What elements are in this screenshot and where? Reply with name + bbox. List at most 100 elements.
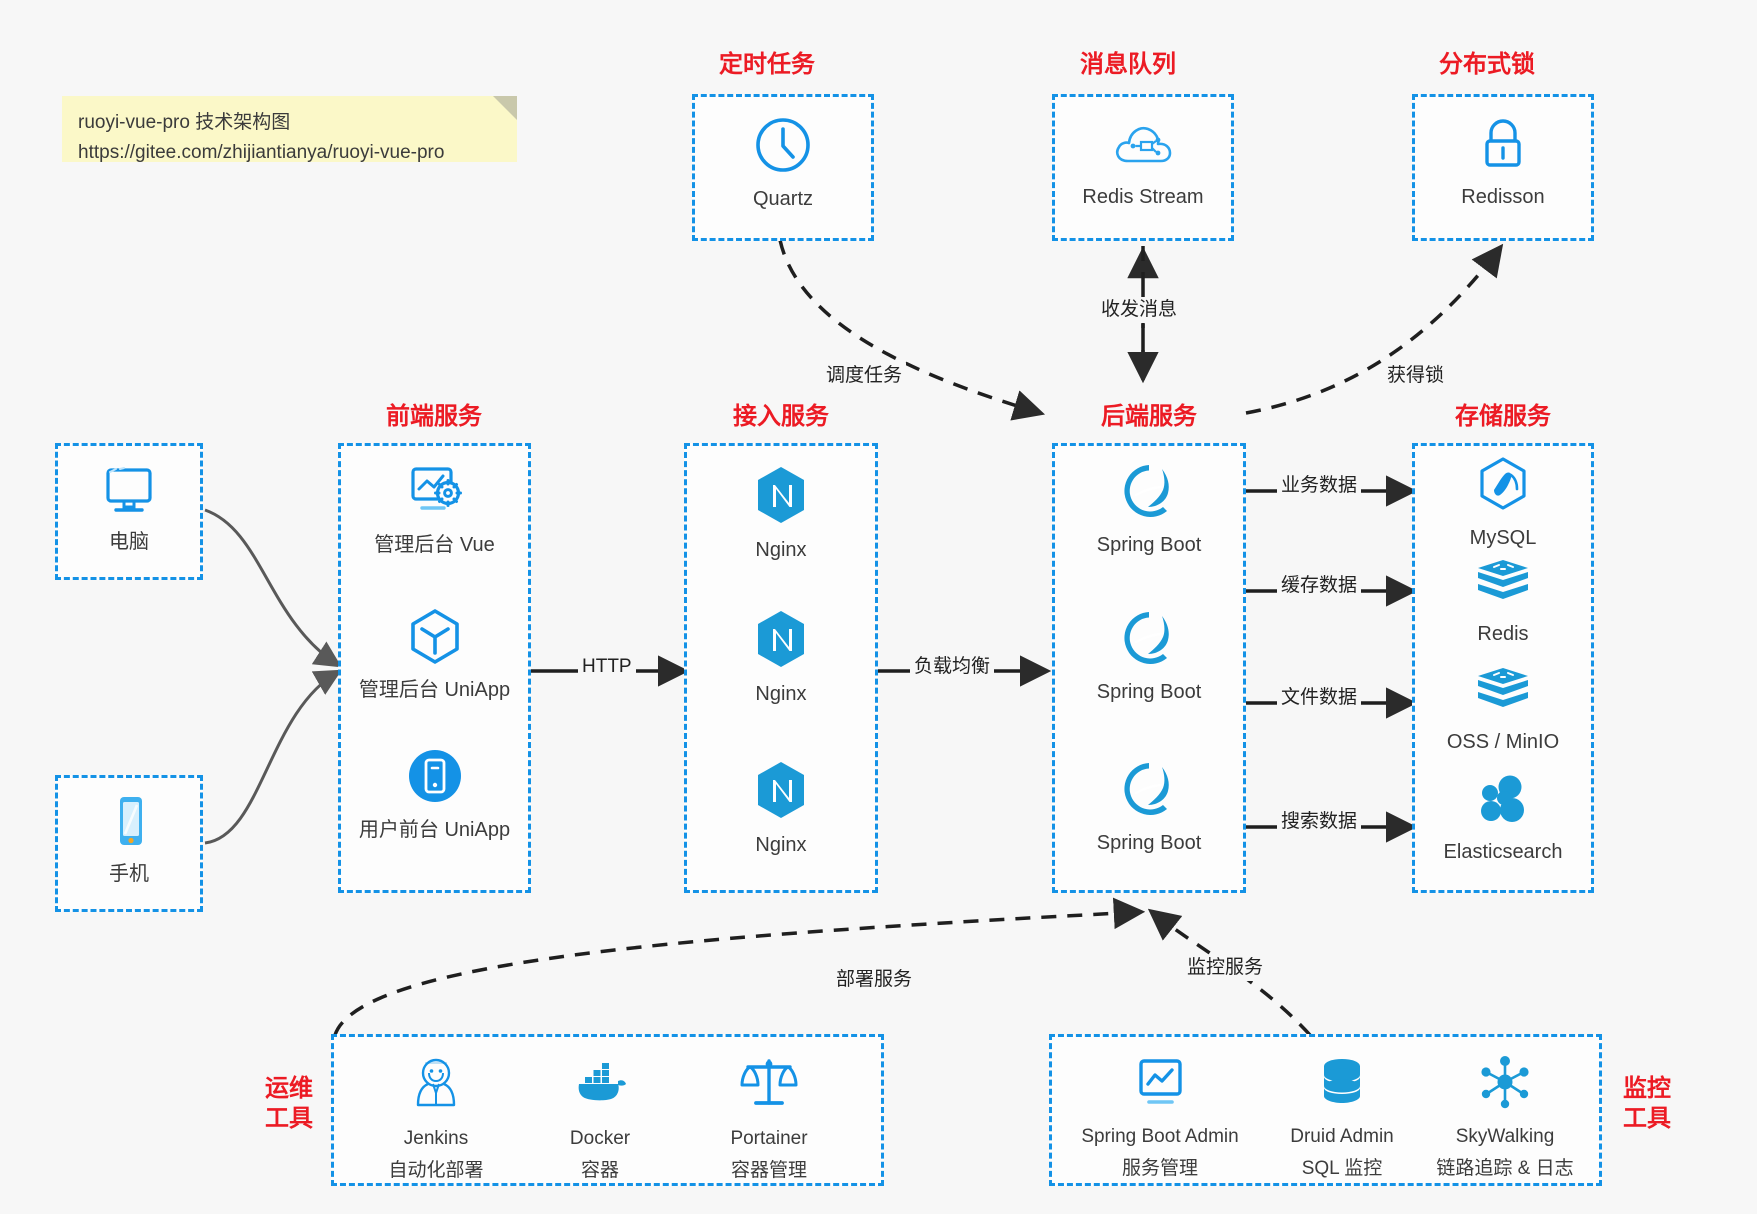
node-oss-minio[interactable]: OSS / MinIO <box>1415 664 1591 755</box>
node-label: Nginx <box>755 683 807 705</box>
edge-label-acquire-lock: 获得锁 <box>1383 363 1449 389</box>
node-label: 管理后台 UniApp <box>358 679 511 701</box>
group-scheduled-task: Quartz <box>692 94 874 241</box>
node-admin-vue[interactable]: 管理后台 Vue <box>341 461 528 558</box>
mobile-app-icon <box>404 746 466 811</box>
elasticsearch-icon <box>1474 774 1532 833</box>
edge-label-file-data: 文件数据 <box>1277 685 1362 711</box>
node-skywalking[interactable]: SkyWalking 链路追踪 & 日志 <box>1410 1053 1600 1182</box>
node-computer[interactable]: 电脑 <box>58 460 200 555</box>
node-phone[interactable]: 手机 <box>58 792 200 887</box>
group-title-scheduled-task: 定时任务 <box>719 51 815 78</box>
node-nginx-2[interactable]: Nginx <box>687 608 875 707</box>
dashboard-icon <box>404 461 466 526</box>
edge-label-business-data: 业务数据 <box>1277 473 1362 499</box>
node-sublabel: SQL 监控 <box>1301 1158 1383 1179</box>
node-nginx-3[interactable]: Nginx <box>687 759 875 858</box>
group-computer: 电脑 <box>55 443 203 580</box>
node-label: Quartz <box>752 188 814 210</box>
note-title: ruoyi-vue-pro 技术架构图 <box>78 112 291 133</box>
node-sublabel: 服务管理 <box>1121 1158 1198 1179</box>
node-druid-admin[interactable]: Druid Admin SQL 监控 <box>1257 1053 1427 1182</box>
monitor-icon <box>98 460 160 523</box>
node-jenkins[interactable]: Jenkins 自动化部署 <box>356 1053 516 1184</box>
node-quartz[interactable]: Quartz <box>695 115 871 212</box>
node-label: Nginx <box>755 539 807 561</box>
node-sublabel: 自动化部署 <box>388 1160 484 1181</box>
node-label: Docker <box>569 1128 631 1149</box>
node-mysql[interactable]: MySQL <box>1415 456 1591 551</box>
node-label: Spring Boot <box>1096 832 1202 854</box>
spring-boot-icon <box>1118 608 1180 673</box>
redis-icon <box>1474 556 1532 615</box>
nginx-icon <box>752 759 810 826</box>
group-title-frontend: 前端服务 <box>386 403 482 430</box>
nginx-icon <box>752 464 810 531</box>
group-storage: MySQL Redis OSS <box>1412 443 1594 893</box>
node-redis[interactable]: Redis <box>1415 556 1591 647</box>
oss-icon <box>1474 664 1532 723</box>
group-devops-tools: Jenkins 自动化部署 Docker 容器 <box>331 1034 884 1186</box>
edge-label-schedule-task: 调度任务 <box>822 363 907 389</box>
group-message-queue: Redis Stream <box>1052 94 1234 241</box>
group-monitor-tools: Spring Boot Admin 服务管理 Druid Admin SQL 监… <box>1049 1034 1602 1186</box>
note-url: https://gitee.com/zhijiantianya/ruoyi-vu… <box>78 142 445 163</box>
group-title-monitor-line2: 工具 <box>1623 1105 1671 1132</box>
node-portainer[interactable]: Portainer 容器管理 <box>684 1053 854 1184</box>
nginx-icon <box>752 608 810 675</box>
node-spring-boot-3[interactable]: Spring Boot <box>1055 759 1243 856</box>
spring-boot-icon <box>1118 759 1180 824</box>
node-admin-uniapp[interactable]: 管理后台 UniApp <box>341 606 528 703</box>
group-title-devops-line2: 工具 <box>265 1105 313 1132</box>
cube-icon <box>404 606 466 671</box>
node-user-uniapp[interactable]: 用户前台 UniApp <box>341 746 528 843</box>
group-title-distributed-lock: 分布式锁 <box>1439 51 1535 78</box>
node-elasticsearch[interactable]: Elasticsearch <box>1415 774 1591 865</box>
node-label: MySQL <box>1469 527 1537 549</box>
node-label: 管理后台 Vue <box>374 534 495 556</box>
node-redisson[interactable]: Redisson <box>1415 115 1591 210</box>
node-label: Spring Boot Admin <box>1081 1126 1239 1147</box>
edge-label-monitor-service: 监控服务 <box>1183 955 1268 981</box>
group-title-devops-line1: 运维 <box>265 1075 313 1102</box>
note-fold-icon <box>493 96 517 120</box>
group-title-message-queue: 消息队列 <box>1080 51 1176 78</box>
group-backend: Spring Boot Spring Boot Spring Boot <box>1052 443 1246 893</box>
node-label: Redis Stream <box>1082 186 1204 208</box>
node-nginx-1[interactable]: Nginx <box>687 464 875 563</box>
edge-label-search-data: 搜索数据 <box>1277 809 1362 835</box>
node-label: Elasticsearch <box>1443 841 1563 863</box>
group-gateway: Nginx Nginx Nginx <box>684 443 878 893</box>
node-label: Redisson <box>1461 186 1545 208</box>
database-icon <box>1311 1053 1373 1118</box>
node-sublabel: 链路追踪 & 日志 <box>1436 1158 1574 1179</box>
lock-icon <box>1474 115 1532 178</box>
edge-label-send-receive: 收发消息 <box>1097 297 1182 323</box>
dashboard-icon <box>1129 1053 1191 1118</box>
node-label: Jenkins <box>403 1128 469 1149</box>
node-spring-boot-1[interactable]: Spring Boot <box>1055 461 1243 558</box>
network-icon <box>1474 1053 1536 1118</box>
docker-icon <box>569 1053 631 1120</box>
node-sublabel: 容器 <box>580 1160 619 1181</box>
jenkins-icon <box>405 1053 467 1120</box>
node-sublabel: 容器管理 <box>730 1160 807 1181</box>
clock-icon <box>753 115 813 180</box>
group-title-storage: 存储服务 <box>1455 403 1551 430</box>
edge-label-http: HTTP <box>578 654 636 680</box>
group-distributed-lock: Redisson <box>1412 94 1594 241</box>
node-label: Spring Boot <box>1096 534 1202 556</box>
group-title-gateway: 接入服务 <box>733 403 829 430</box>
group-title-monitor: 监控 工具 <box>1616 1074 1678 1134</box>
node-label: Nginx <box>755 834 807 856</box>
node-label: Redis <box>1477 623 1529 645</box>
edge-label-cache-data: 缓存数据 <box>1277 573 1362 599</box>
node-redis-stream[interactable]: Redis Stream <box>1055 115 1231 210</box>
node-spring-boot-admin[interactable]: Spring Boot Admin 服务管理 <box>1060 1053 1260 1182</box>
cloud-stream-icon <box>1112 115 1174 178</box>
node-docker[interactable]: Docker 容器 <box>520 1053 680 1184</box>
node-spring-boot-2[interactable]: Spring Boot <box>1055 608 1243 705</box>
spring-boot-icon <box>1118 461 1180 526</box>
node-label: 用户前台 UniApp <box>358 819 511 841</box>
